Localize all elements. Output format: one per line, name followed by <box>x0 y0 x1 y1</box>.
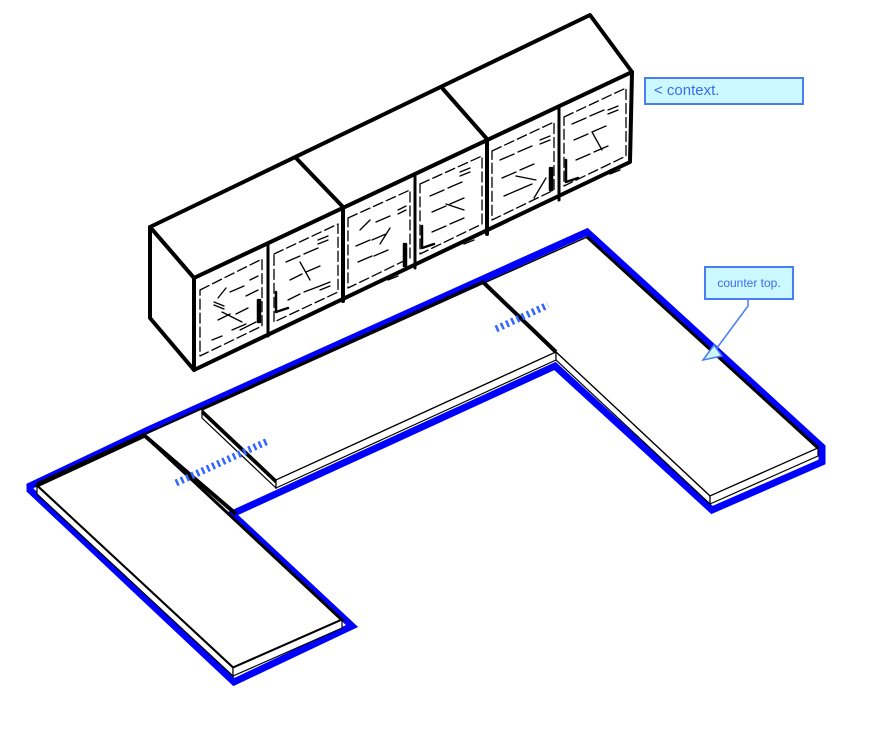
counter-back-edge-middle <box>144 280 485 435</box>
callout-leaders <box>701 300 749 362</box>
counter-back-edge <box>36 432 146 486</box>
counter-top[interactable] <box>26 227 826 687</box>
upper-cabinets[interactable] <box>148 13 634 372</box>
counter-right-front-edge <box>709 447 819 505</box>
counter-joint-left <box>143 434 238 516</box>
context-callout-label: < context. <box>654 82 720 99</box>
counter-left-front-edge <box>232 619 343 677</box>
counter-joint-right <box>482 281 558 354</box>
counter-callout-leader <box>713 300 749 353</box>
counter-right-back-edge <box>585 235 820 450</box>
section-cut-right[interactable] <box>494 301 550 333</box>
counter-top-callout[interactable]: counter top. <box>704 266 794 300</box>
cabinet-unit-divider-top <box>441 87 489 141</box>
glass-door-hatching <box>199 87 627 357</box>
counter-top-callout-label: counter top. <box>717 276 781 290</box>
section-cut-markers[interactable] <box>174 301 550 487</box>
counter-selection-outline <box>26 227 826 687</box>
leader-arrowhead-icon <box>701 343 724 362</box>
counter-middle-back-edge <box>200 410 278 484</box>
cabinet-unit-divider-top <box>294 156 345 209</box>
context-callout[interactable]: < context. <box>644 77 804 105</box>
